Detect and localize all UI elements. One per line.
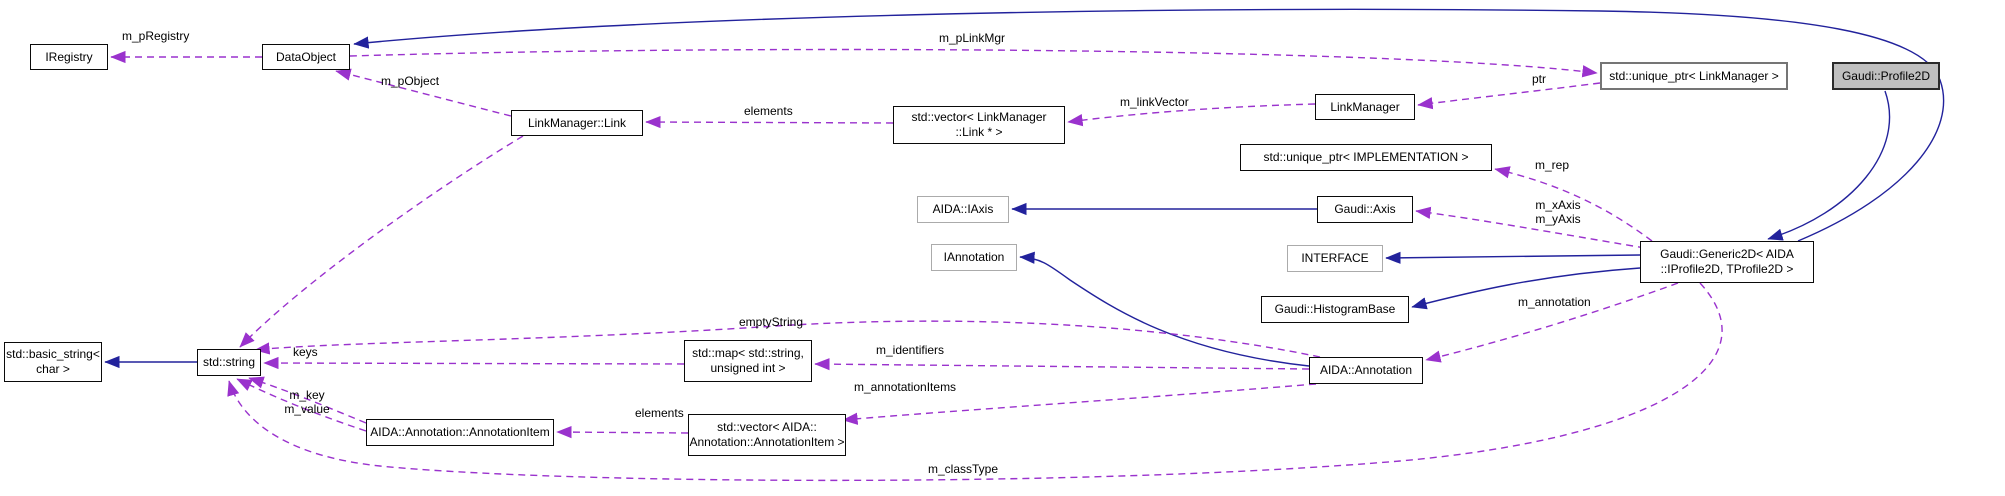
edge-generic2d-to-axis — [1415, 206, 1646, 249]
node-std-basic-string[interactable]: std::basic_string< char > — [4, 342, 102, 382]
edge-annotation-to-vectorannotationitem — [842, 383, 1317, 425]
node-unique-ptr-linkmanager[interactable]: std::unique_ptr< LinkManager > — [1600, 62, 1788, 90]
edge-link-to-dataobject — [335, 68, 512, 117]
node-aida-annotation[interactable]: AIDA::Annotation — [1309, 357, 1423, 384]
node-iannotation[interactable]: IAnnotation — [931, 244, 1017, 271]
edge-dataobject-to-uniqueptr-linkmanager — [349, 48, 1598, 78]
node-linkmanager[interactable]: LinkManager — [1315, 94, 1415, 120]
edge-linkmanager-to-vectorlink — [1067, 103, 1316, 127]
node-gaudi-histogrambase[interactable]: Gaudi::HistogramBase — [1261, 296, 1409, 323]
node-gaudi-generic2d[interactable]: Gaudi::Generic2D< AIDA ::IProfile2D, TPr… — [1640, 241, 1814, 283]
node-dataobject[interactable]: DataObject — [262, 44, 350, 70]
node-std-string[interactable]: std::string — [197, 349, 261, 376]
node-interface[interactable]: INTERFACE — [1287, 245, 1383, 272]
node-vector-annotation-item[interactable]: std::vector< AIDA:: Annotation::Annotati… — [688, 414, 846, 456]
edge-annotationitem-to-string-mkey — [248, 376, 367, 424]
edge-annotation-to-string-emptystring — [254, 320, 1321, 358]
edge-generic2d-to-annotation — [1425, 282, 1679, 363]
edge-generic2d-to-string-classtype — [227, 282, 1723, 482]
edge-generic2d-to-histogrambase — [1411, 267, 1641, 310]
edge-vectorlink-to-link — [645, 115, 894, 129]
node-aida-iaxis[interactable]: AIDA::IAxis — [917, 196, 1009, 223]
node-vector-linkmanager-link[interactable]: std::vector< LinkManager ::Link * > — [893, 106, 1065, 144]
edge-annotationitem-to-string-mvalue — [236, 378, 367, 432]
edge-profile2d-to-generic2d — [1767, 90, 1891, 241]
edge-annotation-to-map — [814, 357, 1310, 371]
edge-vectorannotationitem-to-annotationitem — [556, 425, 689, 439]
node-gaudi-profile2d: Gaudi::Profile2D — [1832, 62, 1940, 90]
edge-annotation-to-iannotation — [1019, 251, 1310, 367]
node-std-map[interactable]: std::map< std::string, unsigned int > — [684, 340, 812, 382]
node-unique-ptr-implementation[interactable]: std::unique_ptr< IMPLEMENTATION > — [1240, 144, 1492, 171]
edge-generic2d-to-uniqueptr-implementation — [1494, 166, 1653, 242]
edge-map-to-string-keys — [263, 356, 685, 370]
edge-generic2d-to-interface — [1385, 251, 1641, 264]
node-iregistry[interactable]: IRegistry — [30, 44, 108, 70]
node-linkmanager-link[interactable]: LinkManager::Link — [511, 110, 643, 136]
node-annotation-item[interactable]: AIDA::Annotation::AnnotationItem — [366, 419, 554, 446]
edge-link-to-string-mpath — [239, 135, 524, 348]
edge-uniqueptr-to-linkmanager — [1417, 82, 1601, 110]
edge-generic2d-to-dataobject — [353, 8, 1945, 242]
node-gaudi-axis[interactable]: Gaudi::Axis — [1317, 196, 1413, 223]
